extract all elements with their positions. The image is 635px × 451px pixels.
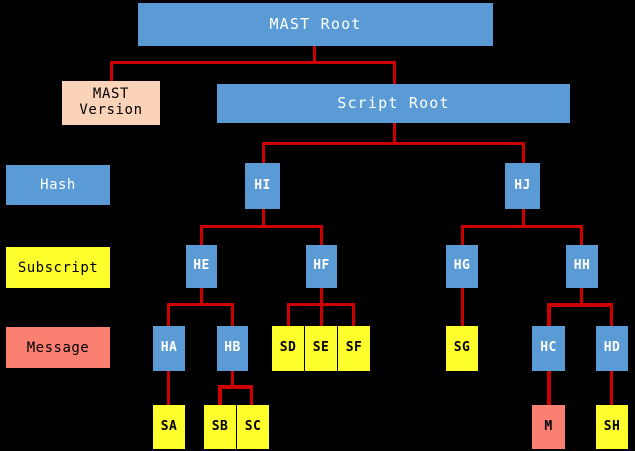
edge-to-he xyxy=(200,225,203,246)
node-hb: HB xyxy=(217,326,248,371)
edge-to-mastversion xyxy=(110,61,113,82)
edge-hg-to-sg xyxy=(461,287,464,326)
legend-label-subscript: Subscript xyxy=(17,259,99,276)
edge-to-sf xyxy=(352,303,355,326)
node-sa: SA xyxy=(153,405,185,449)
edge-hb-bus xyxy=(218,385,253,389)
edge-hc-to-m xyxy=(547,370,551,406)
node-hi: HI xyxy=(245,163,280,209)
node-se: SE xyxy=(305,326,337,371)
edge-scriptroot-bus xyxy=(262,142,525,145)
edge-to-scriptroot xyxy=(393,61,396,85)
legend-label-message: Message xyxy=(26,339,90,356)
edge-to-hg xyxy=(461,225,464,246)
edge-hj-bus xyxy=(461,225,583,228)
edge-hf-stem xyxy=(320,287,323,305)
node-hf: HF xyxy=(306,245,337,288)
edge-to-sb xyxy=(218,385,222,406)
node-ha: HA xyxy=(153,326,185,371)
edge-ha-to-sa xyxy=(167,370,170,406)
edge-to-hj xyxy=(522,142,525,164)
node-sf: SF xyxy=(338,326,370,371)
node-he: HE xyxy=(186,245,217,288)
node-hc: HC xyxy=(532,326,565,371)
edge-mastroot-bus-right xyxy=(313,61,396,64)
legend-label-hash: Hash xyxy=(40,177,76,193)
node-hg: HG xyxy=(446,245,478,288)
edge-to-hf xyxy=(320,225,323,246)
edge-to-se xyxy=(320,303,323,326)
edge-to-sd xyxy=(287,303,290,326)
node-sc: SC xyxy=(237,405,269,449)
edge-hh-bus xyxy=(547,303,613,307)
node-script-root: Script Root xyxy=(217,84,570,123)
legend-item-hash: Hash xyxy=(6,165,110,205)
edge-hh-stem xyxy=(580,287,583,305)
node-sd: SD xyxy=(272,326,304,371)
node-hh: HH xyxy=(566,245,598,288)
edge-hj-stem xyxy=(522,208,525,227)
legend-item-subscript: Subscript xyxy=(6,247,110,288)
edge-he-stem xyxy=(200,287,203,305)
edge-to-sc xyxy=(250,385,253,406)
node-sb: SB xyxy=(204,405,236,449)
edge-mastroot-stem xyxy=(313,45,316,63)
edge-hd-to-sh xyxy=(610,370,613,406)
edge-to-hi xyxy=(262,142,265,164)
node-sh: SH xyxy=(596,405,628,449)
node-mast-root: MAST Root xyxy=(138,3,493,46)
node-sg: SG xyxy=(446,326,478,371)
edge-to-hh xyxy=(580,225,583,246)
edge-hi-stem xyxy=(262,208,265,227)
node-m: M xyxy=(532,405,565,449)
edge-hi-bus xyxy=(200,225,323,228)
node-hj: HJ xyxy=(505,163,540,209)
legend-item-message: Message xyxy=(6,327,110,368)
edge-he-bus xyxy=(167,303,234,306)
edge-to-hd xyxy=(610,303,613,326)
node-mast-version: MAST Version xyxy=(62,81,160,125)
edge-to-hb xyxy=(231,303,234,326)
node-hd: HD xyxy=(596,326,628,371)
edge-to-ha xyxy=(167,303,170,326)
edge-hb-stem xyxy=(231,370,234,387)
edge-scriptroot-stem xyxy=(393,122,396,144)
edge-mastroot-bus xyxy=(110,61,316,64)
edge-to-hc xyxy=(547,303,551,326)
